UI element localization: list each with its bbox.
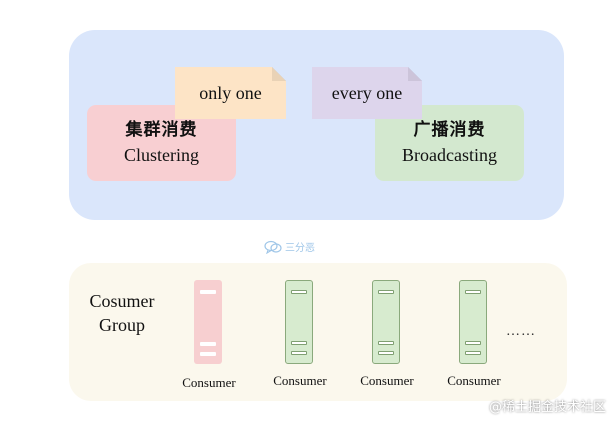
consumer-server-1 [194,280,222,364]
note-fold-shade [408,67,422,81]
server-slot [291,341,307,345]
note-fold-corner [272,67,286,81]
server-slot [291,290,307,294]
consumer-label-2: Consumer [273,373,327,388]
server-slot [465,341,481,345]
consumer-server-3 [372,280,400,364]
note-fold-corner [408,67,422,81]
group-label-line1: Cosumer [89,291,155,311]
server-slot [465,351,481,355]
corner-watermark: @稀土掘金技术社区 [488,400,606,415]
server-slot [465,290,481,294]
consumer-group-label: Cosumer Group [82,289,162,337]
center-watermark-text: 三分恶 [285,243,315,254]
only-one-note: only one [175,67,286,119]
broadcasting-title-zh: 广播消费 [413,120,486,140]
consumer-label-1: Consumer [182,375,236,390]
every-one-note: every one [312,67,422,119]
server-slot [291,351,307,355]
server-slot [378,290,394,294]
only-one-label: only one [199,82,262,103]
center-watermark: 三分恶 [264,239,315,254]
server-slot [378,351,394,355]
consumer-label-4: Consumer [447,373,501,388]
note-fold-shade [272,67,286,81]
every-one-label: every one [331,82,403,103]
server-slot [378,341,394,345]
clustering-title-en: Clustering [124,145,199,165]
server-slot [200,290,216,294]
more-consumers-ellipsis: …… [506,324,536,339]
consumer-label-3: Consumer [360,373,414,388]
broadcasting-card: 广播消费 Broadcasting [375,105,524,181]
broadcasting-title-en: Broadcasting [402,145,497,165]
consumer-server-4 [459,280,487,364]
consumer-server-2 [285,280,313,364]
server-slot [200,342,216,346]
group-label-line2: Group [99,315,145,335]
clustering-title-zh: 集群消费 [125,120,198,140]
server-slot [200,352,216,356]
chat-bubble-icon [264,240,282,254]
